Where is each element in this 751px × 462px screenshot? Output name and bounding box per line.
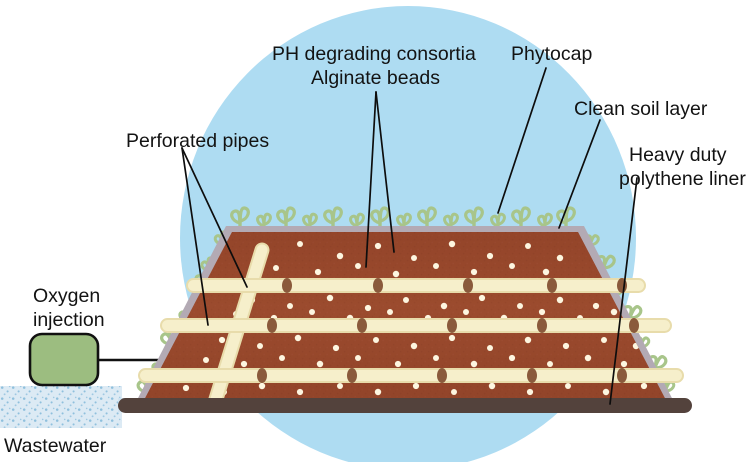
heavy-duty-polythene-liner-base <box>118 398 692 413</box>
label-oxygen-line1: Oxygen <box>33 285 100 307</box>
pipe-perforations <box>267 318 639 333</box>
label-perforated-pipes: Perforated pipes <box>126 130 269 152</box>
pipe-perforations <box>257 368 627 383</box>
perforated-pipe-middle <box>160 318 672 333</box>
label-oxygen-line2: injection <box>33 309 105 331</box>
oxygen-injection-unit[interactable] <box>28 332 176 387</box>
label-clean-soil-layer: Clean soil layer <box>574 98 708 120</box>
label-heavy-duty-line1: Heavy duty <box>629 144 727 166</box>
perforated-pipe-bottom <box>138 368 684 383</box>
label-ph-degrading-consortia: PH degrading consortia <box>272 43 476 65</box>
label-heavy-duty-line2: polythene liner <box>619 168 746 190</box>
perforated-pipe-top <box>186 278 646 293</box>
label-phytocap: Phytocap <box>511 43 592 65</box>
text-labels: PH degrading consortia Alginate beads Ph… <box>4 43 746 457</box>
label-wastewater: Wastewater <box>4 435 107 457</box>
label-alginate-beads: Alginate beads <box>311 67 440 89</box>
leader-lines <box>181 67 638 405</box>
